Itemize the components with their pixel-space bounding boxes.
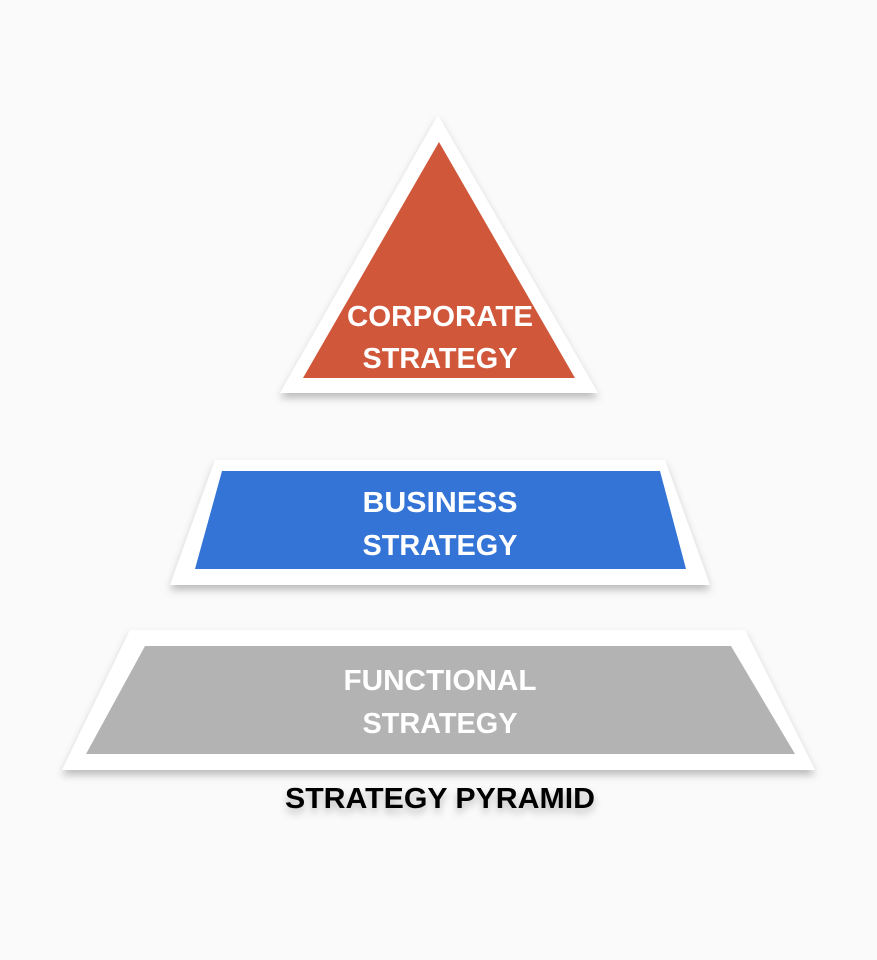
corporate-label-line1: CORPORATE xyxy=(347,301,533,333)
functional-label-line1: FUNCTIONAL xyxy=(344,665,537,697)
functional-label-line2: STRATEGY xyxy=(363,708,518,740)
business-label-line1: BUSINESS xyxy=(363,487,518,519)
functional-strategy-tier xyxy=(86,646,795,754)
corporate-label-line2: STRATEGY xyxy=(363,343,518,375)
business-label-line2: STRATEGY xyxy=(363,530,518,562)
corporate-strategy-tier xyxy=(303,142,575,378)
business-strategy-tier xyxy=(195,471,686,569)
diagram-caption: STRATEGY PYRAMID xyxy=(285,783,595,815)
